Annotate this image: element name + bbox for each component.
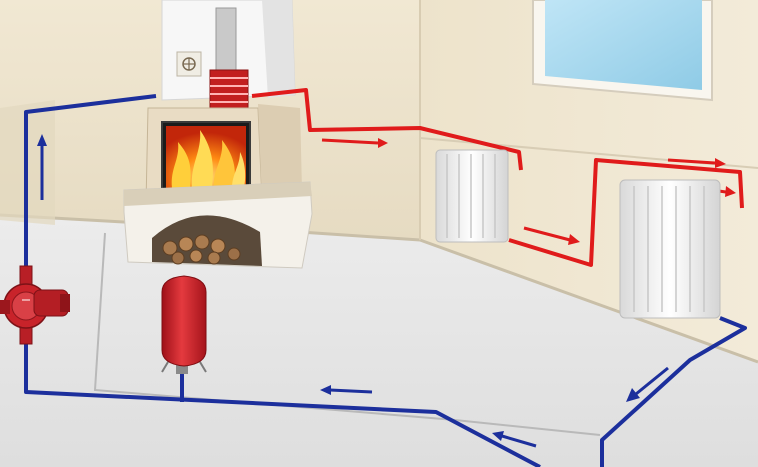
arrow-left-icon — [501, 434, 537, 448]
chimney-side — [262, 0, 295, 98]
baseboard-right — [419, 238, 758, 364]
arrow-head-icon — [37, 134, 47, 146]
flue-pipe — [215, 7, 237, 71]
arrow-down-left-icon — [635, 366, 669, 396]
window-icon — [532, 0, 713, 102]
heat-exchanger-coil-icon — [209, 69, 249, 113]
arrow-head-icon — [568, 234, 580, 245]
arrow-head-icon — [378, 138, 388, 148]
expansion-tank-icon — [161, 275, 207, 374]
arrow-head-icon — [320, 385, 331, 395]
vent-grille-icon — [176, 51, 202, 77]
arrow-right-icon — [523, 226, 571, 242]
radiator-icon — [435, 149, 509, 243]
arrow-head-icon — [725, 186, 736, 197]
arrow-left-icon — [329, 388, 373, 394]
arrow-head-icon — [492, 431, 504, 441]
firewood-icon — [162, 234, 241, 265]
firebox-side — [258, 104, 302, 200]
arrow-right-icon — [667, 158, 716, 165]
radiator-icon — [619, 179, 721, 319]
fireplace-icon — [123, 0, 313, 269]
pump-icon — [0, 265, 70, 345]
window-glass — [545, 0, 702, 90]
cold-flow-arrows — [37, 134, 669, 448]
arrow-head-icon — [626, 388, 640, 402]
cold-return-pipe — [24, 94, 747, 467]
fire-icon — [166, 126, 246, 190]
arrow-right-icon — [321, 138, 379, 145]
hot-supply-pipe — [251, 88, 744, 267]
hearth-ledge — [124, 182, 312, 206]
arrow-head-icon — [715, 158, 726, 168]
